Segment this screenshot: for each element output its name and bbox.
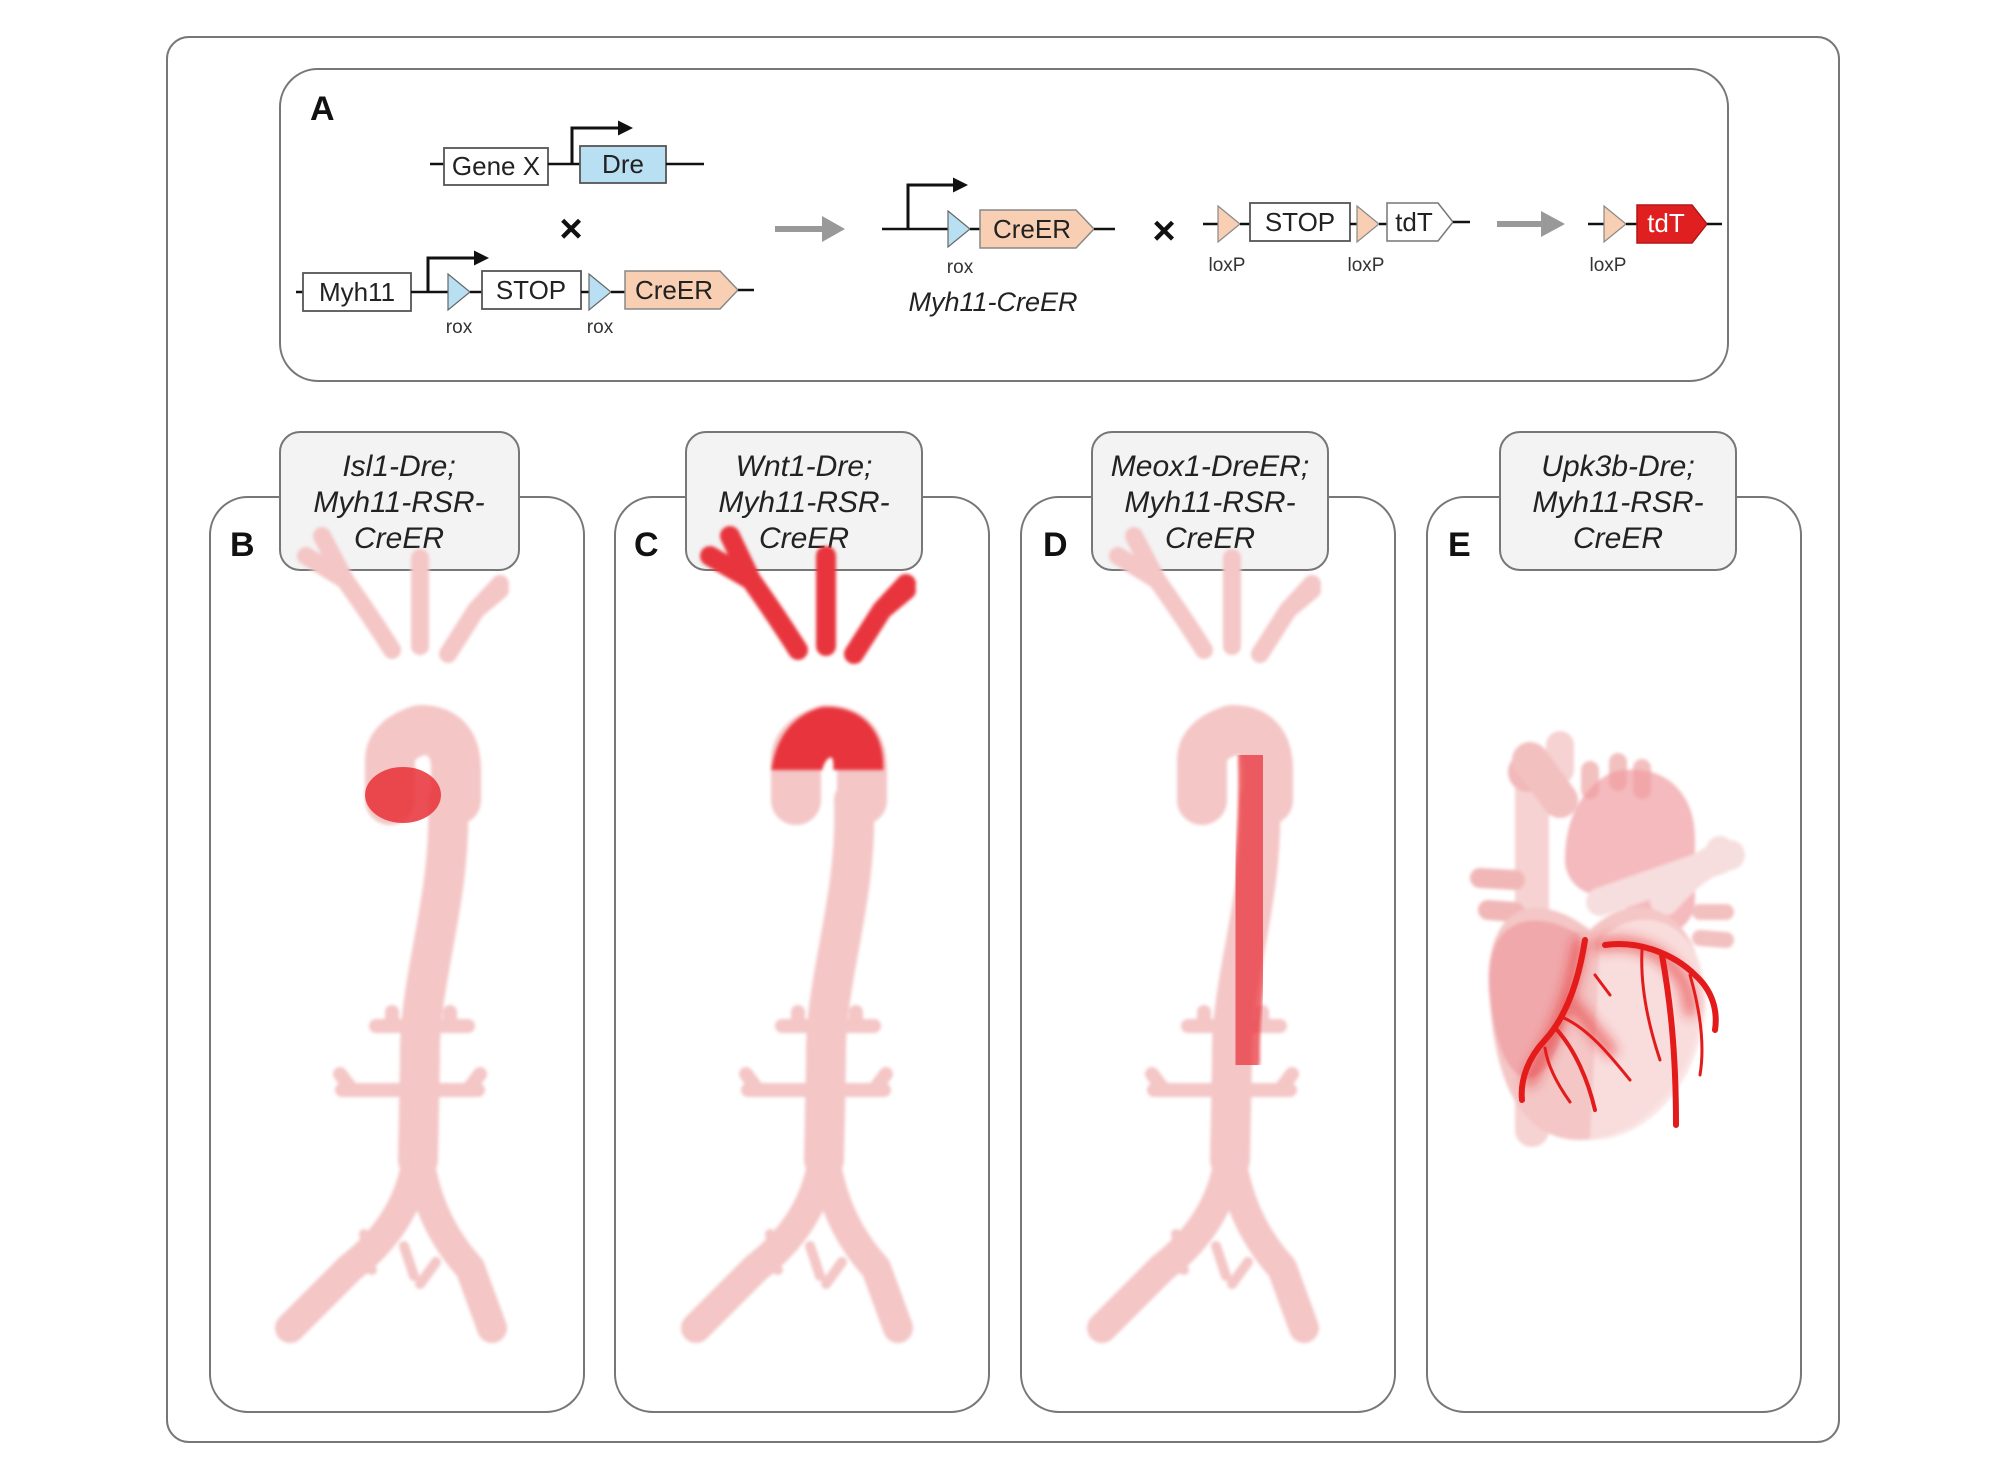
loxp-label: loxP — [1590, 255, 1627, 276]
rox-label: rox — [446, 317, 473, 338]
stop-box — [481, 270, 582, 310]
panel-d-frame — [1020, 496, 1396, 1413]
creer-label: CreER — [993, 214, 1071, 244]
promoter-arrow-icon — [570, 120, 633, 164]
outer-frame — [166, 36, 1840, 1443]
loxp-label: loxP — [1348, 255, 1385, 276]
myh11-label: Myh11 — [319, 277, 395, 307]
panel-c-genotype-tab — [685, 431, 923, 571]
rox-site-icon — [947, 209, 971, 249]
tdt-box — [1386, 202, 1454, 242]
myh11-rsr-creer-construct: Myh11 rox STOP rox CreER — [296, 250, 754, 338]
panel-b-genotype-tab — [279, 431, 520, 571]
promoter-arrow-icon — [426, 250, 489, 292]
lineage-panels: Isl1-Dre; Myh11-RSR- CreER B Wnt1-Dre; M… — [209, 431, 1802, 1413]
loxp-site-icon — [1356, 204, 1380, 244]
labeled-region — [365, 767, 441, 823]
panel-b-frame — [209, 496, 585, 1413]
panel-c-genotype-line2: Myh11-RSR- — [718, 486, 889, 519]
labeled-region — [700, 526, 916, 770]
panel-e-letter: E — [1448, 526, 1471, 564]
panel-e-genotype-line1: Upk3b-Dre; — [1541, 450, 1694, 483]
recombined-tdt-construct: loxP tdT — [1588, 204, 1722, 276]
labeled-region — [1215, 755, 1283, 1065]
panel-b-letter: B — [230, 526, 255, 564]
heart-illustration — [1470, 731, 1745, 1147]
dre-box — [579, 145, 667, 184]
loxp-site-icon — [1603, 204, 1627, 244]
panel-b: Isl1-Dre; Myh11-RSR- CreER B — [209, 431, 585, 1413]
panel-b-genotype-line3: CreER — [354, 522, 444, 555]
panel-d-genotype-line1: Meox1-DreER; — [1111, 450, 1309, 483]
gene-x-label: Gene X — [452, 151, 540, 181]
gene-x-box — [443, 147, 549, 186]
panel-b-genotype-line2: Myh11-RSR- — [313, 486, 484, 519]
panel-d: Meox1-DreER; Myh11-RSR- CreER D — [1020, 431, 1396, 1413]
aorta-illustration-c — [681, 526, 916, 1343]
aorta-illustration-d — [1087, 527, 1321, 1343]
tdt-label: tdT — [1395, 207, 1433, 237]
panel-a: A Gene X Dre × Myh11 rox STOP — [279, 68, 1729, 382]
tdt-expressed-box — [1636, 204, 1708, 244]
loxp-label: loxP — [1209, 255, 1246, 276]
rox-site-icon — [447, 272, 471, 312]
panel-c: Wnt1-Dre; Myh11-RSR- CreER C — [614, 431, 990, 1413]
creer-box — [979, 209, 1096, 249]
creer-label: CreER — [635, 275, 713, 305]
coronary-arteries — [1518, 937, 1719, 1128]
gene-x-dre-construct: Gene X Dre — [430, 120, 704, 186]
cross-symbol-1: × — [559, 207, 582, 251]
cross-symbol-2: × — [1152, 209, 1175, 253]
loxp-site-icon — [1217, 204, 1241, 244]
panel-a-frame — [279, 68, 1729, 382]
panel-c-frame — [614, 496, 990, 1413]
panel-e-genotype-line2: Myh11-RSR- — [1532, 486, 1703, 519]
aorta-illustration-b — [275, 527, 509, 1343]
myh11-box — [302, 272, 412, 312]
rox-label: rox — [587, 317, 614, 338]
myh11-creer-label: Myh11-CreER — [908, 287, 1077, 317]
stop-label: STOP — [1265, 207, 1335, 237]
panel-d-genotype-line2: Myh11-RSR- — [1124, 486, 1295, 519]
promoter-arrow-icon — [906, 177, 968, 229]
panel-b-genotype-line1: Isl1-Dre; — [342, 450, 455, 483]
panel-d-genotype-line3: CreER — [1165, 522, 1255, 555]
panel-c-letter: C — [634, 526, 659, 564]
tdt-expressed-label: tdT — [1647, 208, 1685, 238]
stop-box — [1249, 202, 1351, 242]
panel-a-letter: A — [310, 90, 335, 128]
process-arrow-icon — [1497, 211, 1565, 237]
panel-d-letter: D — [1043, 526, 1068, 564]
panel-d-genotype-tab — [1091, 431, 1329, 571]
panel-c-genotype-line1: Wnt1-Dre; — [736, 450, 873, 483]
creer-box — [624, 270, 740, 310]
rox-label: rox — [947, 257, 974, 278]
panel-e-genotype-tab — [1499, 431, 1737, 571]
panel-c-genotype-line3: CreER — [759, 522, 849, 555]
rox-site-icon — [588, 272, 612, 312]
panel-e: Upk3b-Dre; Myh11-RSR- CreER E — [1426, 431, 1802, 1413]
myh11-creer-construct: rox CreER Myh11-CreER — [882, 177, 1115, 317]
lsl-tdt-reporter-construct: loxP STOP loxP tdT — [1203, 202, 1470, 276]
process-arrow-icon — [775, 216, 845, 242]
panel-e-genotype-line3: CreER — [1573, 522, 1663, 555]
dre-label: Dre — [602, 149, 644, 179]
stop-label: STOP — [496, 275, 566, 305]
